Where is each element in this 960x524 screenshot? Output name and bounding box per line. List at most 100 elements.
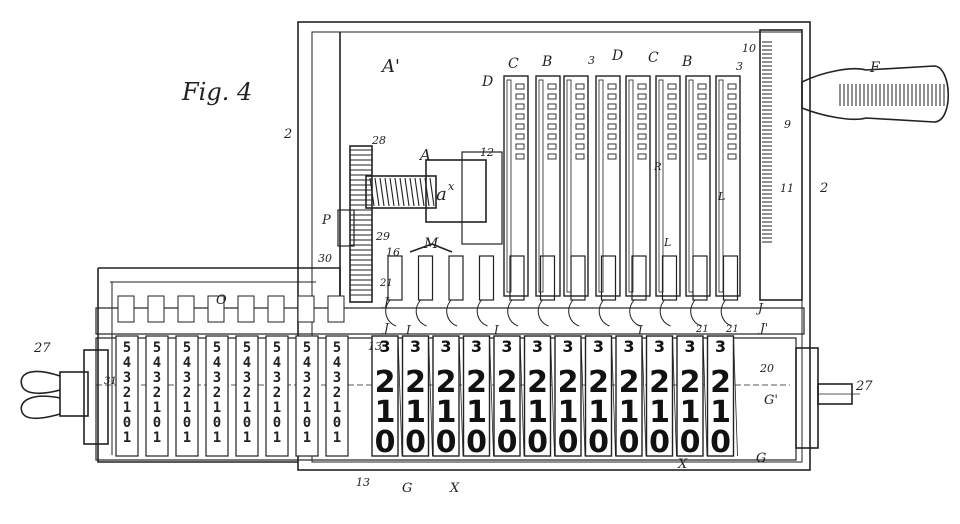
small-digit: 0 xyxy=(243,415,251,431)
small-digit: 5 xyxy=(273,340,281,356)
small-digit: 5 xyxy=(303,340,311,356)
plate-edge xyxy=(688,79,694,293)
plate-notch xyxy=(637,123,647,130)
small-wheel-top xyxy=(177,295,195,323)
plate-notch xyxy=(607,153,617,160)
plate-notch xyxy=(607,113,617,120)
digit: 2 xyxy=(619,365,640,400)
digit: 1 xyxy=(375,395,396,430)
pawl-spring xyxy=(720,299,732,327)
plate-notch xyxy=(667,93,677,100)
small-digit: 1 xyxy=(303,400,311,416)
plate-notch xyxy=(607,143,617,150)
pawl-spring xyxy=(598,299,610,327)
plate-notch xyxy=(637,113,647,120)
label-j-3: J xyxy=(755,301,764,315)
upper-shaft xyxy=(95,307,805,335)
small-digit: 0 xyxy=(213,415,221,431)
label-f: F xyxy=(869,60,881,76)
digit: 1 xyxy=(527,395,548,430)
plate-notch xyxy=(667,113,677,120)
small-digit: 1 xyxy=(183,400,191,416)
digit: 3 xyxy=(562,337,573,356)
small-digit: 3 xyxy=(273,370,281,386)
plate-notch xyxy=(637,143,647,150)
screw-thread xyxy=(424,177,430,207)
digit: 1 xyxy=(558,395,579,430)
small-digit: 4 xyxy=(153,355,161,371)
plate-notch xyxy=(727,143,737,150)
label-i-3: I xyxy=(637,323,643,337)
digit: 1 xyxy=(436,395,457,430)
digit-wheel-edge xyxy=(397,335,403,457)
label-i-1: I xyxy=(405,323,411,337)
label-g-1: G xyxy=(402,481,412,496)
digit: 0 xyxy=(558,425,579,460)
plate-notch xyxy=(667,133,677,140)
plate-edge xyxy=(628,79,634,293)
digit: 2 xyxy=(405,365,426,400)
small-digit: 4 xyxy=(333,355,341,371)
digit-wheel-body xyxy=(676,335,704,457)
label-21-3: 21 xyxy=(725,324,739,335)
label-10: 10 xyxy=(742,42,756,55)
screw-thread xyxy=(384,177,390,207)
small-digit: 1 xyxy=(333,430,341,446)
digit: 2 xyxy=(466,365,487,400)
small-digit: 5 xyxy=(333,340,341,356)
small-digit: 2 xyxy=(273,385,281,401)
pawl-spring xyxy=(659,299,671,327)
plate-notch xyxy=(547,153,557,160)
small-digit: 1 xyxy=(123,430,131,446)
small-number-wheels: 5432101543210154321015432101543210154321… xyxy=(115,295,349,457)
plate-notch xyxy=(697,103,707,110)
plate-notch xyxy=(575,123,585,130)
small-wheel-body xyxy=(265,335,289,457)
digit: 1 xyxy=(619,395,640,430)
digit: 0 xyxy=(405,425,426,460)
small-digit: 4 xyxy=(303,355,311,371)
label-3-2: 3 xyxy=(736,60,743,73)
label-13-lower: 13 xyxy=(356,476,370,489)
pawl xyxy=(509,255,525,301)
screw-thread xyxy=(419,177,425,207)
digit: 1 xyxy=(710,395,731,430)
pawl xyxy=(570,255,586,301)
plate-notch xyxy=(727,93,737,100)
small-digit: 0 xyxy=(273,415,281,431)
digit: 0 xyxy=(588,425,609,460)
small-digit: 2 xyxy=(243,385,251,401)
digit-wheel-body xyxy=(371,335,399,457)
digit-wheel-edge xyxy=(641,335,647,457)
plate-notch xyxy=(667,123,677,130)
plate xyxy=(685,75,711,297)
gear-teeth xyxy=(350,149,372,296)
plate-notch xyxy=(727,133,737,140)
small-digit: 1 xyxy=(153,430,161,446)
plate-notch xyxy=(575,143,585,150)
label-x-2: X xyxy=(677,457,688,472)
small-digit: 0 xyxy=(303,415,311,431)
small-digit: 2 xyxy=(333,385,341,401)
plate-notch xyxy=(727,153,737,160)
digit-wheel-body xyxy=(584,335,613,457)
digit-wheel-edge xyxy=(458,335,464,457)
plate-notch xyxy=(667,103,677,110)
plate-notch xyxy=(575,133,585,140)
plate-body xyxy=(715,75,741,297)
small-digit: 3 xyxy=(123,370,131,386)
pawl-spring xyxy=(476,299,488,327)
screw-thread xyxy=(379,177,385,207)
digit: 3 xyxy=(471,337,482,356)
digit-wheel-body xyxy=(645,335,674,457)
label-a-x: a xyxy=(436,184,447,205)
large-number-wheels: 3210321032103210321032103210321032103210… xyxy=(371,335,738,460)
plate-notch xyxy=(667,143,677,150)
label-28: 28 xyxy=(371,134,386,147)
pawl xyxy=(600,255,617,301)
label-16: 16 xyxy=(386,246,400,259)
